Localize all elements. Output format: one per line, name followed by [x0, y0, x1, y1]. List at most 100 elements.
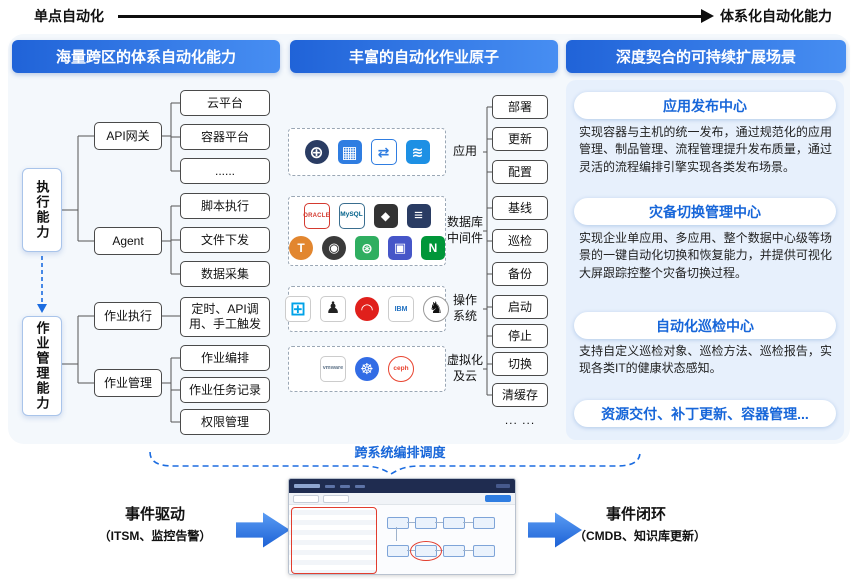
screenshot-user-area [496, 484, 510, 488]
axis-left-label: 单点自动化 [34, 8, 104, 24]
node-job-execution: 作业执行 [94, 302, 162, 330]
category-label-operating-system: 操作 系统 [452, 293, 477, 323]
atom-box-operating-system: ⊞ ♟ ◠ IBM ♞ [285, 286, 449, 332]
operation-start: 启动 [492, 295, 548, 319]
ibm-icon: IBM [388, 296, 414, 322]
screenshot-logo [294, 484, 320, 488]
kubernetes-icon: ☸ [355, 357, 379, 381]
screenshot-menu-item [340, 484, 350, 488]
mysql-icon: MySQL [338, 202, 365, 229]
leaf-job-task-records: 作业任务记录 [180, 377, 270, 403]
screenshot-filter-chip [293, 494, 319, 503]
orchestration-label: 跨系统编排调度 [354, 445, 446, 460]
arrow-right-icon [236, 512, 290, 548]
flow-connector [407, 522, 415, 523]
tiger-icon: T [289, 235, 313, 260]
screenshot-primary-button [485, 495, 511, 502]
operation-update: 更新 [492, 127, 548, 151]
screenshot-flow-area [377, 505, 515, 574]
atom-box-application: ⊕ ▦ ⇄ ≋ [288, 128, 446, 176]
screenshot-highlight-red-box [291, 507, 377, 574]
scenario-desc-app-release: 实现容器与主机的统一发布，通过规范化的应用管理、制品管理、流程管理提升发布质量，… [579, 125, 832, 174]
leaf-container-platform: 容器平台 [180, 124, 270, 150]
event-driven-subtitle: （ITSM、监控告警） [98, 529, 212, 543]
header-capability: 海量跨区的体系自动化能力 [12, 40, 280, 73]
operation-clear-cache: 清缓存 [492, 383, 548, 407]
operation-configure: 配置 [492, 160, 548, 184]
windows-icon: ⊞ [285, 296, 311, 322]
redhat-icon: ◠ [355, 297, 379, 321]
database-icon: ≡ [406, 203, 431, 228]
node-api-gateway: API网关 [94, 122, 162, 150]
ceph-icon: ceph [388, 356, 414, 382]
scenario-desc-disaster-recovery: 实现企业单应用、多应用、整个数据中心级等场景的一键自动化切换和恢复能力，并提供可… [579, 231, 832, 280]
scenario-title-disaster-recovery: 灾备切换管理中心 [574, 198, 836, 225]
scenario-title-app-release: 应用发布中心 [574, 92, 836, 119]
group-execution-capability: 执行能力 [22, 168, 62, 252]
group-job-management-capability: 作业管理能力 [22, 316, 62, 416]
nginx-icon: N [421, 235, 445, 260]
flow-node [443, 517, 465, 529]
axis-arrow-head [701, 9, 714, 23]
leaf-ellipsis: ...... [180, 158, 270, 184]
screenshot-filter-chip [323, 494, 349, 503]
apps-grid-icon: ▦ [337, 140, 362, 164]
event-driven-title: 事件驱动 [124, 506, 185, 523]
leaf-script-execution: 脚本执行 [180, 193, 270, 219]
animal-logo-icon: ◉ [322, 235, 346, 260]
flow-node [473, 545, 495, 557]
leaf-cloud-platform: 云平台 [180, 90, 270, 116]
operation-stop: 停止 [492, 324, 548, 348]
operation-more: ... ... [504, 413, 536, 427]
operation-switch: 切换 [492, 352, 548, 376]
category-label-database-middleware: 数据库 中间件 [447, 215, 484, 245]
scenario-panel [566, 80, 844, 440]
leaf-file-distribution: 文件下发 [180, 227, 270, 253]
embedded-screenshot [288, 478, 516, 575]
node-job-management: 作业管理 [94, 369, 162, 397]
sync-icon: ⇄ [370, 139, 397, 165]
header-scenarios: 深度契合的可持续扩展场景 [566, 40, 846, 73]
linux-penguin-icon: ♟ [320, 296, 346, 322]
molecule-icon: ⊛ [355, 235, 379, 260]
globe-icon: ⊕ [304, 140, 329, 164]
flow-node [443, 545, 465, 557]
leaf-trigger-modes: 定时、API调用、手工触发 [180, 297, 270, 337]
vmware-icon: vmware [320, 356, 346, 382]
docker-icon: ≋ [405, 140, 430, 164]
flow-node [473, 517, 495, 529]
flow-connector [463, 522, 473, 523]
category-label-virtualization-cloud: 虚拟化 及云 [447, 353, 484, 383]
flow-node [415, 517, 437, 529]
flow-connector [435, 522, 443, 523]
event-closed-loop-subtitle: （CMDB、知识库更新） [574, 529, 706, 543]
flow-connector [463, 550, 473, 551]
oracle-icon: ORACLE [303, 202, 330, 229]
screenshot-toolbar [289, 493, 515, 505]
screenshot-titlebar [289, 479, 515, 493]
leaf-data-collection: 数据采集 [180, 261, 270, 287]
atom-box-database-middleware: ORACLE MySQL ◆ ≡ T ◉ ⊛ ▣ N [288, 196, 446, 266]
screenshot-menu-item [325, 484, 335, 488]
cubes-icon: ▣ [388, 235, 412, 260]
leaf-job-orchestration: 作业编排 [180, 345, 270, 371]
operation-backup: 备份 [492, 262, 548, 286]
node-agent: Agent [94, 227, 162, 255]
operation-baseline: 基线 [492, 196, 548, 220]
header-atoms: 丰富的自动化作业原子 [290, 40, 558, 73]
operation-deploy: 部署 [492, 95, 548, 119]
leaf-permission-management: 权限管理 [180, 409, 270, 435]
scenario-desc-auto-inspection: 支持自定义巡检对象、巡检方法、巡检报告，实现各类IT的健康状态感知。 [579, 344, 832, 376]
horse-icon: ♞ [423, 296, 449, 322]
category-label-application: 应用 [452, 144, 477, 159]
scenario-title-more-scenarios: 资源交付、补丁更新、容器管理... [574, 400, 836, 427]
flow-highlight-red-circle [410, 541, 442, 561]
scenario-title-auto-inspection: 自动化巡检中心 [574, 312, 836, 339]
flow-node [387, 545, 409, 557]
axis-arrow-line [118, 15, 702, 18]
atom-box-virtualization-cloud: vmware ☸ ceph [288, 346, 446, 392]
axis-right-label: 体系化自动化能力 [720, 8, 832, 24]
screenshot-menu-item [355, 484, 365, 488]
flow-node [387, 517, 409, 529]
